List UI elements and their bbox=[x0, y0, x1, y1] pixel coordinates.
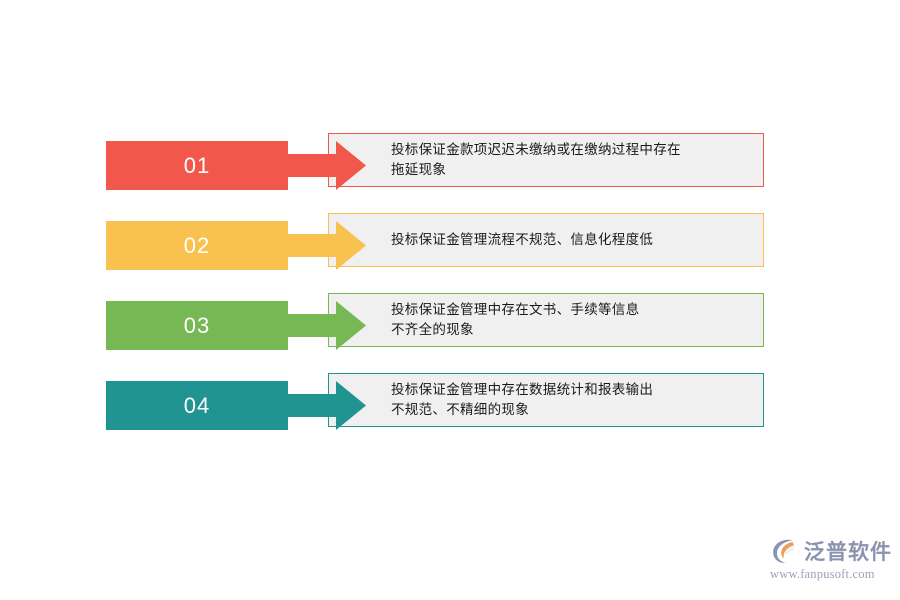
process-arrow-icon bbox=[288, 221, 366, 270]
process-description-panel: 投标保证金管理流程不规范、信息化程度低 bbox=[328, 213, 764, 267]
process-step-number: 02 bbox=[183, 232, 211, 258]
process-description-panel: 投标保证金管理中存在数据统计和报表输出 不规范、不精细的现象 bbox=[328, 373, 764, 427]
process-step-number: 01 bbox=[183, 152, 211, 178]
process-step-badge: 02 bbox=[106, 221, 288, 270]
process-step-number: 04 bbox=[183, 392, 211, 418]
process-arrow-icon bbox=[288, 381, 366, 430]
process-description-text: 投标保证金管理流程不规范、信息化程度低 bbox=[391, 232, 654, 247]
brand-logo-row: 泛普软件 bbox=[770, 536, 892, 566]
brand-logo: 泛普软件 www.fanpusoft.com bbox=[770, 536, 892, 588]
process-step-badge: 03 bbox=[106, 301, 288, 350]
brand-url: www.fanpusoft.com bbox=[770, 567, 875, 581]
process-step-badge: 01 bbox=[106, 141, 288, 190]
process-step-badge: 04 bbox=[106, 381, 288, 430]
process-arrow-icon bbox=[288, 141, 366, 190]
process-arrow-icon bbox=[288, 301, 366, 350]
brand-name: 泛普软件 bbox=[804, 541, 892, 564]
process-description-panel: 投标保证金款项迟迟未缴纳或在缴纳过程中存在 拖延现象 bbox=[328, 133, 764, 187]
process-description-text: 投标保证金管理中存在数据统计和报表输出 不规范、不精细的现象 bbox=[391, 382, 654, 417]
process-description-panel: 投标保证金管理中存在文书、手续等信息 不齐全的现象 bbox=[328, 293, 764, 347]
fanpu-logo-icon bbox=[770, 536, 800, 566]
process-step-number: 03 bbox=[183, 312, 211, 338]
process-description-text: 投标保证金管理中存在文书、手续等信息 不齐全的现象 bbox=[391, 302, 640, 337]
process-description-text: 投标保证金款项迟迟未缴纳或在缴纳过程中存在 拖延现象 bbox=[391, 142, 681, 177]
